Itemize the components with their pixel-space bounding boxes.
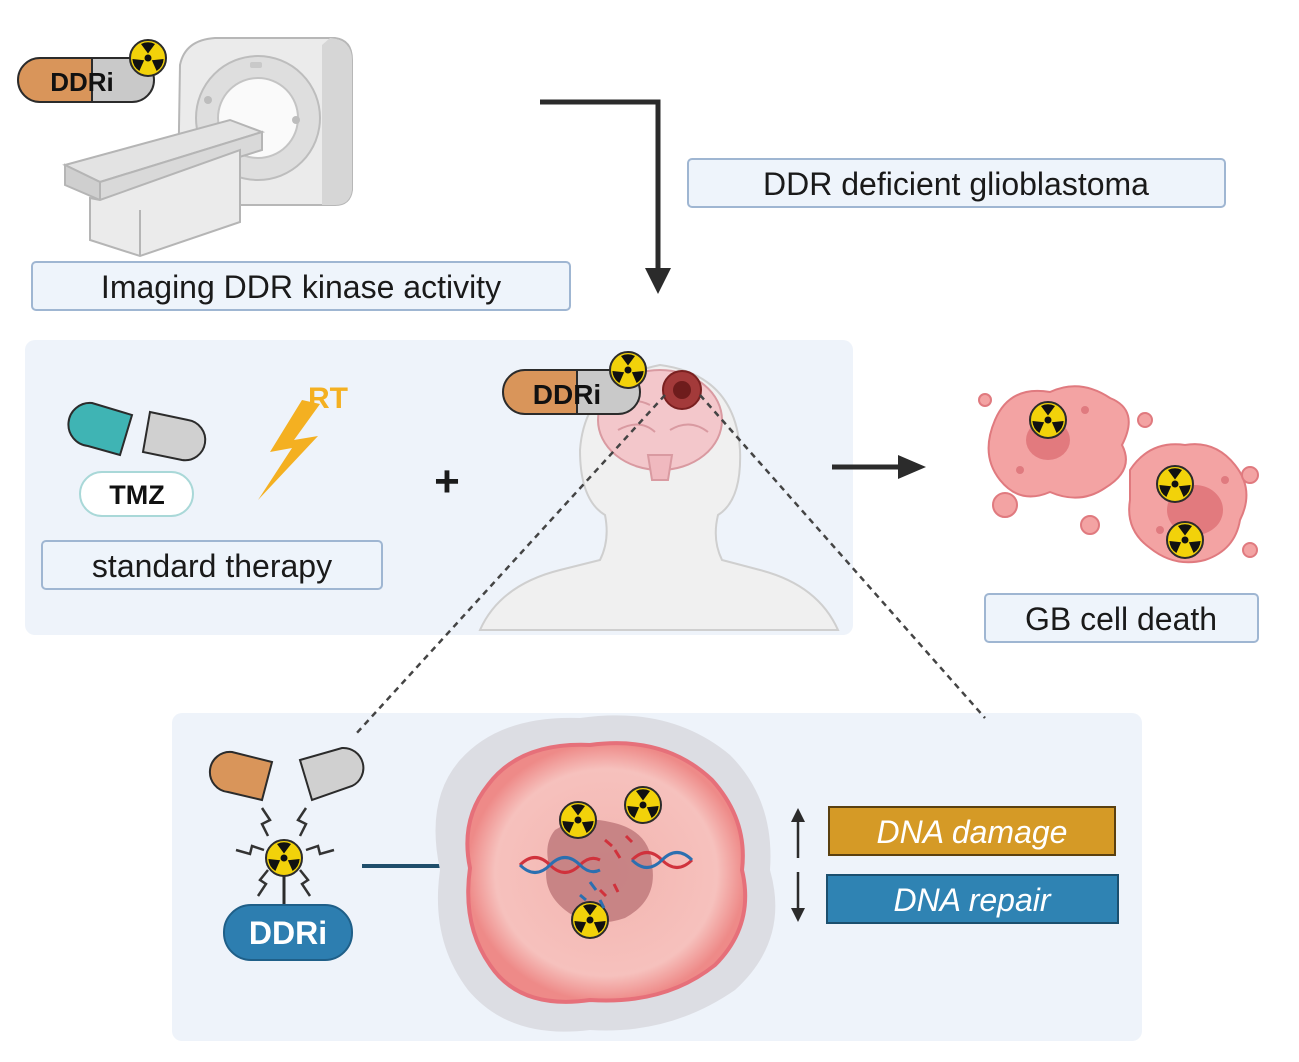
deficient-box: [687, 158, 1226, 208]
lightning-icon: [258, 400, 320, 500]
standard-therapy-label: standard therapy: [92, 548, 332, 584]
dna-repair-label: DNA repair: [893, 882, 1051, 918]
imaging-box: [31, 261, 571, 311]
radiation-icon: [129, 39, 167, 77]
radiation-icon: [609, 351, 647, 389]
ddri-blue-pill: [223, 904, 353, 961]
decrease-arrow: [791, 872, 805, 922]
ct-scanner-icon: [62, 37, 353, 258]
ddri-top-label: DDRi: [50, 67, 114, 97]
radiation-icon: [265, 839, 303, 877]
ddri-capsule-open-icon: [208, 746, 365, 802]
tmz-pill: [79, 471, 194, 517]
standard-therapy-box: [41, 540, 383, 590]
gb-cell-death-icon: [978, 385, 1259, 564]
radiation-icon: [559, 801, 597, 839]
radiation-icon: [624, 786, 662, 824]
dna-damage-box: [828, 806, 1116, 856]
dna-damage-label: DNA damage: [877, 814, 1068, 850]
imaging-label: Imaging DDR kinase activity: [101, 269, 501, 305]
tmz-capsule-icon: [67, 401, 207, 462]
zoom-line-right: [699, 394, 986, 719]
flow-arrow-down: [540, 99, 671, 294]
radiation-icon: [1156, 465, 1194, 503]
radiation-icon: [1029, 401, 1067, 439]
sparks-icon: [235, 807, 335, 897]
ddri-capsule-top: DDRi: [17, 57, 155, 103]
ddri-bottom-label: DDRi: [249, 915, 327, 951]
deficient-label: DDR deficient glioblastoma: [763, 166, 1149, 202]
gb-death-box: [984, 593, 1259, 643]
dna-repair-box: [826, 874, 1119, 924]
ddri-brain-label: DDRi: [533, 379, 601, 410]
plus-sign: +: [434, 457, 460, 506]
dna-icon: [518, 834, 694, 909]
ddri-capsule-brain: DDRi: [502, 369, 641, 415]
increase-arrow: [791, 808, 805, 858]
tumor-cell-icon: [435, 715, 776, 1032]
tmz-label: TMZ: [109, 480, 164, 510]
gb-death-label: GB cell death: [1025, 601, 1217, 637]
radiation-icon: [1166, 521, 1204, 559]
flow-arrow-right: [832, 455, 926, 479]
